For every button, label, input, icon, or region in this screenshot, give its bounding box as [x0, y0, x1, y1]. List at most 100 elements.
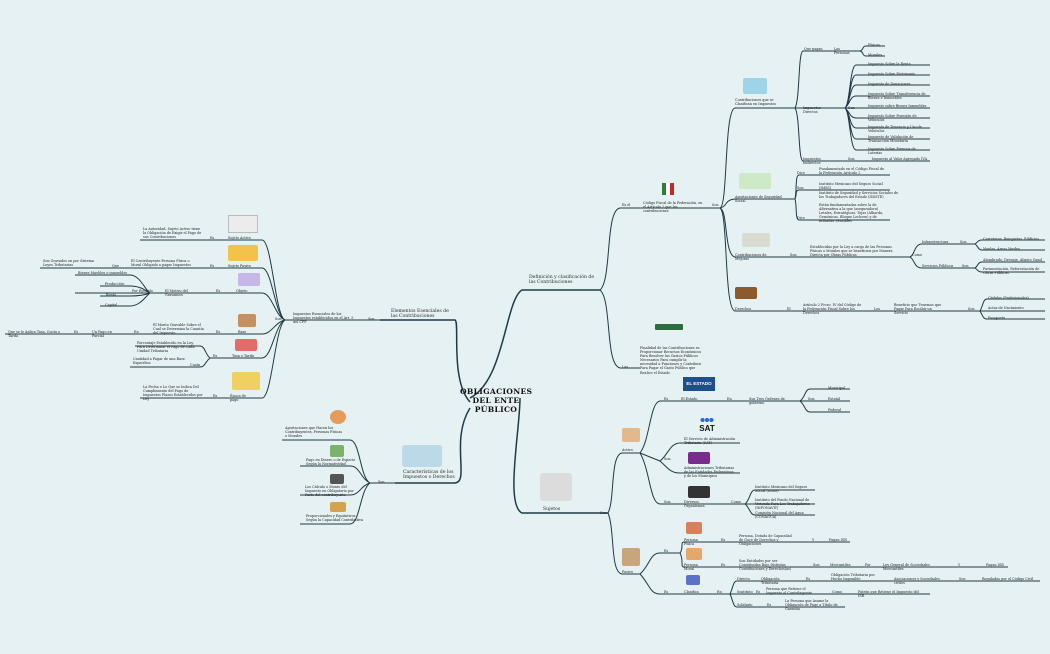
node-d9[interactable]: Impuesto Sobre Premios de Loterías: [868, 147, 916, 156]
node-susdef[interactable]: Persona que Retiene el Impuesto al Contr…: [766, 587, 813, 596]
node-pfdef[interactable]: Persona, Dotada de Capacidad de Goce de …: [739, 534, 792, 547]
node-org2[interactable]: Instituto del Fondo Nacional de Vivienda…: [755, 498, 810, 511]
node-derdef2[interactable]: Beneficio que Tenemos que Pagar Para Rec…: [894, 303, 942, 316]
node-carac[interactable]: Características de los Impuestos o Derec…: [403, 470, 455, 481]
node-epoca[interactable]: Época de pago: [230, 394, 246, 403]
central-topic[interactable]: OBLIGACIONES DEL ENTE PÚBLICO: [460, 387, 533, 414]
node-sujeto_p[interactable]: Sujeto Pasivo: [228, 264, 251, 268]
node-base[interactable]: Base: [238, 330, 247, 334]
node-spdef2[interactable]: Son Gravados en por Sistema Leyes Tribut…: [43, 259, 94, 268]
node-pagaisr[interactable]: Pagan ISR: [829, 538, 847, 542]
node-spdef[interactable]: El Contribuyente Persona Física o Moral …: [131, 259, 191, 268]
node-es_pas[interactable]: Es: [664, 549, 669, 553]
node-bienes[interactable]: Bienes Muebles e inmuebles: [78, 271, 128, 275]
node-municipal[interactable]: Municipal: [828, 386, 846, 390]
node-mejdef[interactable]: Establecidas por la Ley a cargo de las P…: [810, 245, 893, 258]
node-d6[interactable]: Impuesto Sobre Posesión de Vehículos: [868, 114, 917, 123]
node-solidario[interactable]: Solidario: [737, 603, 753, 607]
node-retisr[interactable]: Patrón que Retiene el Impuesto del ISR: [858, 590, 919, 599]
node-es_pm[interactable]: Es: [721, 563, 726, 567]
node-es_obj[interactable]: Es: [216, 289, 221, 293]
node-impdesc[interactable]: Impuestos Esenciales de los Impuestos es…: [293, 312, 354, 325]
node-son_der[interactable]: Son: [968, 307, 975, 311]
node-como_mej[interactable]: Como: [912, 253, 922, 257]
node-clasif[interactable]: Clasifica: [684, 590, 699, 594]
node-imss[interactable]: Instituto Mexicano del Seguro Social (IM…: [819, 182, 883, 191]
node-mej[interactable]: Contribuciones de Mejoras: [735, 253, 767, 262]
node-imp[interactable]: Contribuciones que se Clasifican en Impu…: [735, 98, 777, 107]
node-car1[interactable]: Aportaciones que Hacen los Contribuyente…: [285, 426, 343, 439]
node-y_pm[interactable]: Y: [958, 563, 961, 567]
node-que_sp[interactable]: Que: [112, 264, 119, 268]
node-unpagodef[interactable]: Que se le Aplica Tasa, Cuota o Tarifa: [8, 330, 61, 339]
node-impind[interactable]: Impuestos Indirectos: [803, 157, 821, 166]
node-obldef[interactable]: Obligación Tributaria por Hecho Imponibl…: [831, 573, 875, 582]
node-objdef[interactable]: El Motivo del Gravamen: [165, 289, 188, 298]
node-organismos[interactable]: Diversos Organismos: [684, 500, 705, 509]
node-es_clas[interactable]: Es: [664, 590, 669, 594]
node-sp1[interactable]: Alumbrado, Drenaje, Abasto Gasol: [983, 258, 1043, 262]
node-son_def[interactable]: Son: [712, 203, 719, 207]
node-son_dir[interactable]: Son: [848, 106, 855, 110]
node-der2[interactable]: Actas de Nacimiento: [988, 306, 1024, 310]
node-lsm[interactable]: Ley General de Sociedades Mercantiles: [883, 563, 930, 572]
node-d3[interactable]: Impuesto de Donaciones: [868, 82, 911, 86]
node-es_up[interactable]: Es: [74, 330, 79, 334]
node-quepagan[interactable]: Que pagan: [804, 47, 823, 51]
node-directo[interactable]: Directo: [737, 577, 750, 581]
node-d1[interactable]: Impuesto Sobre la Renta: [868, 62, 911, 66]
node-iva[interactable]: Impuesto al Valor Agregado IVA: [872, 157, 928, 161]
node-es_tasa[interactable]: Es: [213, 354, 218, 358]
node-obltrib[interactable]: Obligación Tributaria: [761, 577, 780, 586]
node-dice[interactable]: Dice: [797, 171, 805, 175]
node-los[interactable]: Los: [874, 307, 881, 311]
node-son_inf[interactable]: Son: [960, 240, 967, 244]
node-car3[interactable]: Los Cálculo o Monto del Impuesto en Obli…: [305, 485, 354, 498]
node-d7[interactable]: Impuesto de Tenencia y Uso de Vehículos: [868, 125, 922, 134]
node-activo[interactable]: Activo: [622, 448, 633, 452]
node-mercantiles[interactable]: Mercantiles: [830, 563, 851, 567]
node-son_sp[interactable]: Son: [962, 264, 969, 268]
node-son_suj[interactable]: Son: [600, 511, 607, 515]
node-d5[interactable]: Impuesto sobre Bienes Inmuebles: [868, 104, 927, 108]
node-es_el[interactable]: Es el: [622, 203, 631, 207]
node-org1[interactable]: Instituto Mexicano del Seguro Social (IM…: [755, 485, 808, 494]
node-org3[interactable]: Comisión Nacional del Agua (CONAGUA): [755, 511, 804, 520]
node-dice2[interactable]: Dice: [797, 216, 805, 220]
node-en_clas[interactable]: En: [717, 590, 722, 594]
node-fund[interactable]: Fundamentado en el Código Fiscal de la F…: [819, 167, 885, 176]
node-federal[interactable]: Federal: [828, 408, 842, 412]
node-cuota[interactable]: Cuota: [190, 363, 201, 367]
node-def[interactable]: Definición y clasificación de las Contri…: [529, 275, 595, 286]
node-pasivo[interactable]: Pasivo: [622, 570, 633, 574]
node-es_sa[interactable]: Es: [210, 236, 215, 240]
node-es_act[interactable]: Es: [664, 397, 669, 401]
node-epdef[interactable]: La Fecha o Lo Que se Indica Del Cumplimi…: [143, 385, 203, 402]
node-car2[interactable]: Pago en Dinero o de Especie Según la Nor…: [306, 458, 356, 467]
node-der3[interactable]: Pasaporte: [988, 316, 1006, 320]
node-son_tres[interactable]: Son: [808, 397, 815, 401]
node-en_est[interactable]: En: [727, 397, 732, 401]
node-pmoral[interactable]: Persona Moral: [684, 563, 698, 572]
node-apss[interactable]: Aportaciones de Seguridad Social: [735, 195, 782, 204]
node-y_pf[interactable]: Y: [812, 538, 815, 542]
node-por_pm[interactable]: Por: [865, 563, 871, 567]
node-finalidad[interactable]: Finalidad de las Contribuciones es Propo…: [640, 346, 702, 375]
node-impdir[interactable]: Impuestos Directos: [803, 106, 821, 115]
node-es_pf[interactable]: Es: [721, 538, 726, 542]
node-pagaisr2[interactable]: Pagan ISR: [986, 563, 1004, 567]
node-las[interactable]: Las: [622, 365, 629, 369]
node-son_act[interactable]: Son: [664, 457, 671, 461]
node-sat[interactable]: El Servicio de Administración Tributaria…: [684, 437, 736, 446]
node-es_base[interactable]: Es: [216, 330, 221, 334]
node-son_ap[interactable]: Son: [797, 186, 804, 190]
node-produccion[interactable]: Producción: [105, 282, 125, 286]
node-isss[interactable]: Instituto de Seguridad y Servicios Socia…: [819, 191, 899, 200]
node-elemb[interactable]: Elementos Esenciales de las Contribucion…: [391, 309, 449, 320]
node-codigo[interactable]: Código Fiscal de la Federación, en el Ar…: [643, 201, 703, 214]
node-cant[interactable]: Cantidad a Pagar de una Base Específica: [133, 357, 185, 366]
node-entidades[interactable]: Administraciones Tributarias de las Enti…: [684, 466, 735, 479]
node-sustituto[interactable]: Sustituto: [737, 590, 753, 594]
node-son_org[interactable]: Son: [664, 500, 671, 504]
node-regcc[interactable]: Reguladas por el Código Civil: [982, 577, 1034, 581]
